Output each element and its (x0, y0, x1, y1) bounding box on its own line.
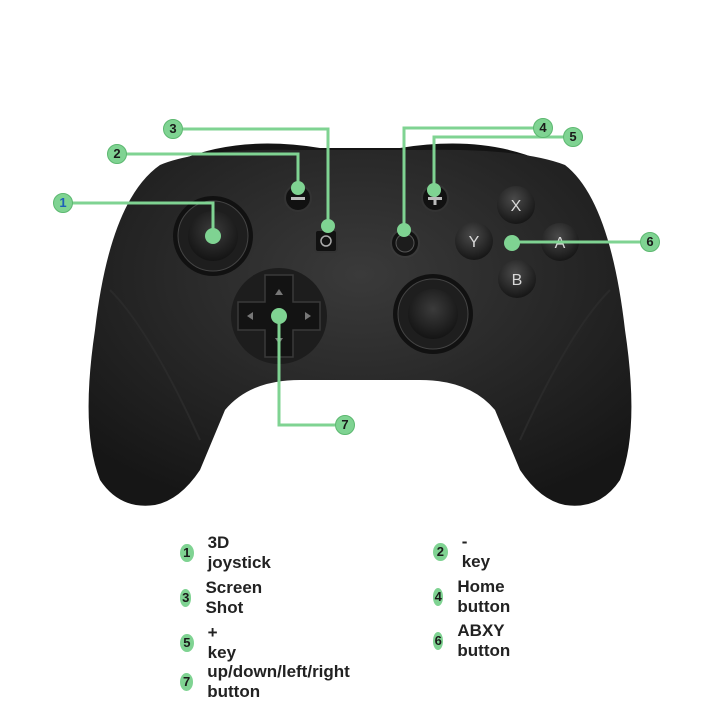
legend-item-4: 4 Home button (433, 577, 518, 617)
callout-badge-7: 7 (335, 415, 355, 435)
legend-label: ABXY button (457, 621, 511, 660)
callout-badge-6: 6 (640, 232, 660, 252)
legend-badge: 7 (180, 673, 194, 691)
right-joystick (393, 274, 473, 354)
callout-badge-2: 2 (107, 144, 127, 164)
button-b-label: B (512, 272, 523, 289)
legend-item-7: 7 up/down/left/right button (180, 662, 355, 702)
legend-badge: 4 (433, 588, 444, 606)
legend-badge: 6 (433, 632, 444, 650)
legend-label: Home button (457, 577, 511, 616)
callout-badge-1: 1 (53, 193, 73, 213)
legend-badge: 2 (433, 543, 448, 561)
button-y-label: Y (469, 234, 480, 251)
callout-lines (72, 126, 640, 427)
legend-item-5: 5 + key (180, 623, 240, 663)
callout-dots (205, 181, 520, 324)
legend-item-6: 6 ABXY button (433, 621, 518, 661)
legend-label: Screen Shot (205, 578, 263, 617)
legend-label: 3D joystick (207, 533, 271, 572)
legend-label: up/down/left/right button (207, 662, 350, 701)
abxy-buttons: X Y A B (455, 186, 579, 298)
button-x-label: X (511, 198, 522, 215)
legend-item-3: 3 Screen Shot (180, 578, 269, 618)
callout-badge-4: 4 (533, 118, 553, 138)
callout-badge-3: 3 (163, 119, 183, 139)
callout-badge-5: 5 (563, 127, 583, 147)
legend-badge: 3 (180, 589, 192, 607)
legend-badge: 5 (180, 634, 194, 652)
screenshot-button (314, 229, 338, 253)
legend-label: - key (461, 532, 491, 571)
legend-label: + key (207, 623, 237, 662)
legend-item-1: 1 3D joystick (180, 533, 275, 573)
legend-item-2: 2 - key (433, 532, 493, 572)
legend-badge: 1 (180, 544, 194, 562)
